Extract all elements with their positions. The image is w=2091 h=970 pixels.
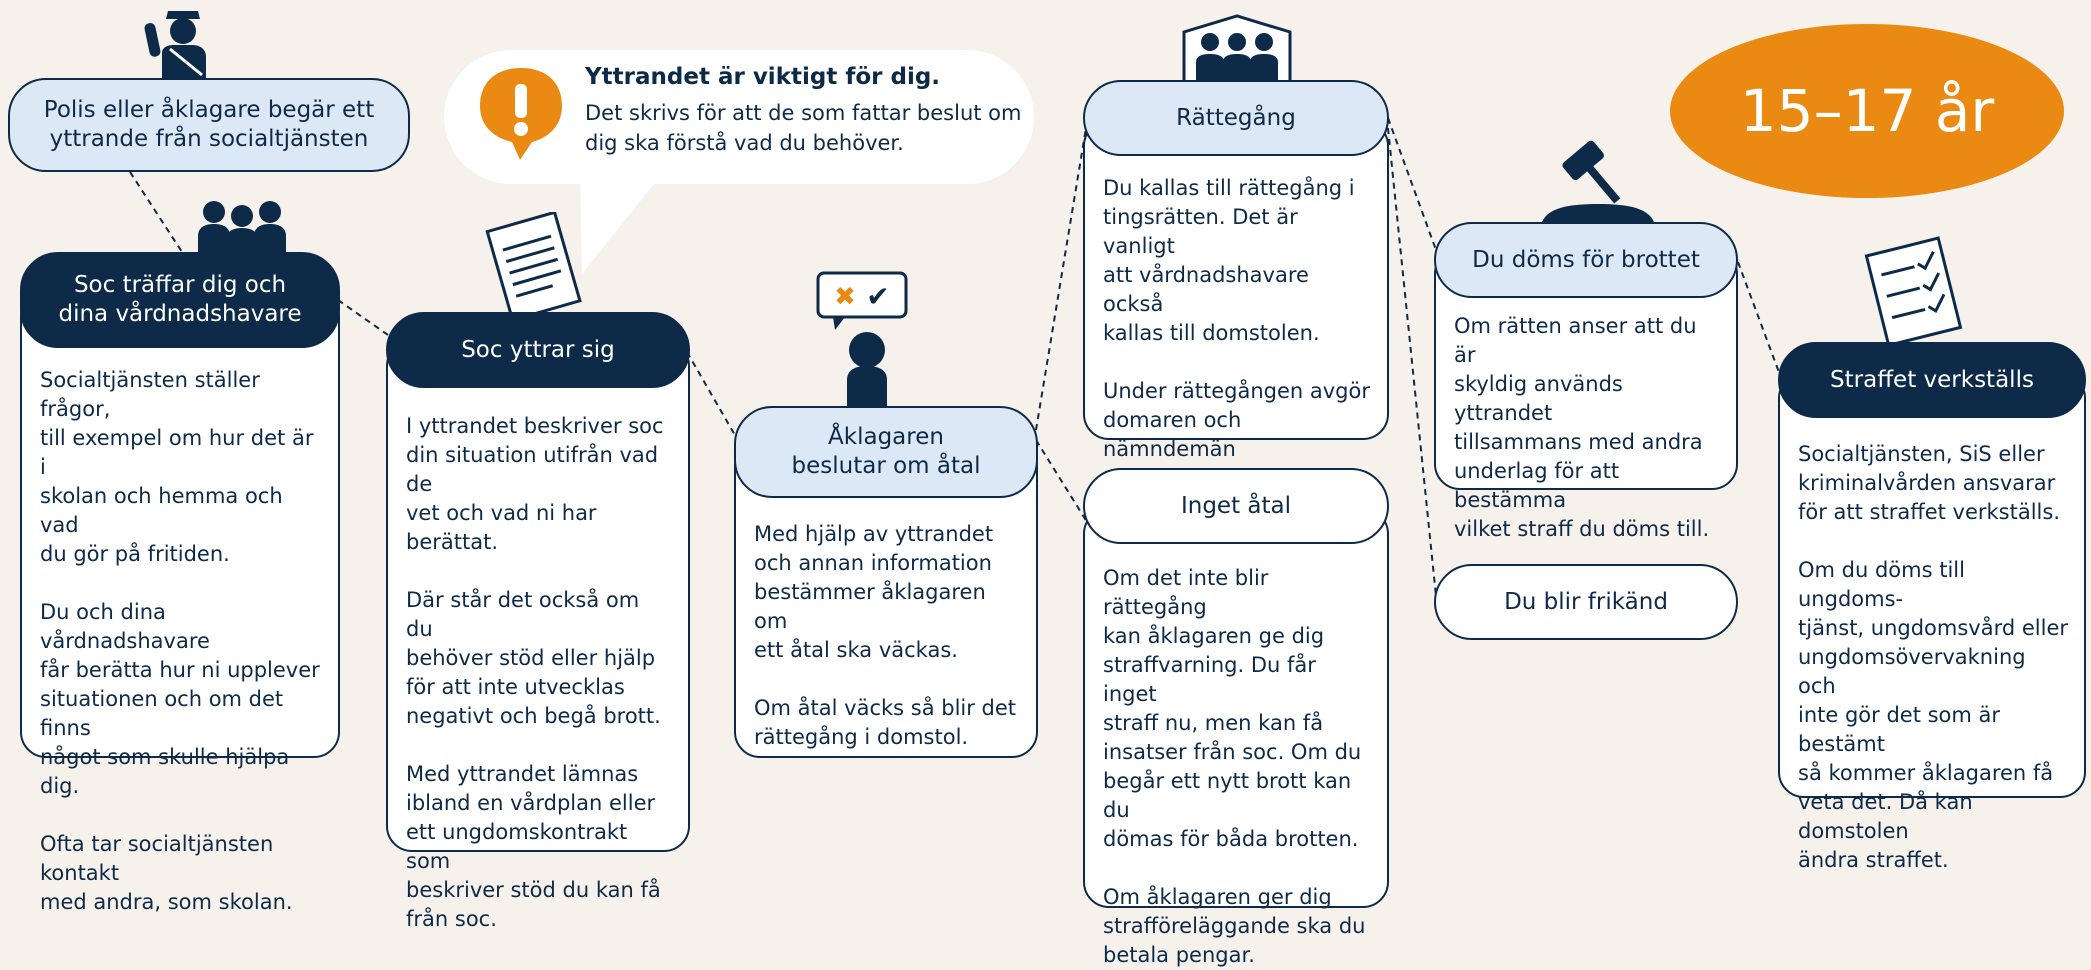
- prosecutor-text-1: Med hjälp av yttrandet och annan informa…: [754, 522, 994, 662]
- nocharge-card: Om det inte blir rättegång kan åklagaren…: [1083, 508, 1389, 967]
- statement-text-2: Där står det också om du behöver stöd el…: [406, 588, 661, 728]
- nocharge-text-2: Om åklagaren ger dig strafföreläggande s…: [1103, 885, 1366, 967]
- trial-step-title: Rättegång: [1083, 80, 1389, 156]
- statement-card: I yttrandet beskriver soc din situation …: [386, 340, 690, 931]
- nocharge-step-title: Inget åtal: [1083, 468, 1389, 544]
- police-step-title: Polis eller åklagare begär ett yttrande …: [8, 78, 410, 172]
- age-badge: 15–17 år: [1670, 24, 2064, 198]
- acquitted-step-title: Du blir frikänd: [1434, 564, 1738, 640]
- enforced-card: Socialtjänsten, SiS eller kriminalvården…: [1778, 372, 2086, 872]
- connector-lines: [129, 117, 1781, 597]
- convicted-step-title: Du döms för brottet: [1434, 222, 1738, 298]
- callout-bubble-tail: [580, 170, 665, 274]
- enforced-text-1: Socialtjänsten, SiS eller kriminalvården…: [1798, 442, 2061, 524]
- svg-text:✖: ✖: [834, 282, 856, 312]
- meeting-step-title: Soc träffar dig och dina vårdnadshavare: [20, 252, 340, 348]
- prosecutor-decision-icon: ✖ ✔: [816, 271, 908, 408]
- callout-text: Det skrivs för att de som fattar beslut …: [585, 101, 1022, 155]
- enforced-step-title: Straffet verkställs: [1778, 342, 2086, 418]
- police-officer-icon: [144, 11, 206, 80]
- connector-statement-prosecutor: [686, 351, 737, 438]
- gavel-icon: [1542, 140, 1654, 222]
- meeting-text-1: Socialtjänsten ställer frågor, till exem…: [40, 368, 314, 566]
- meeting-text-3: Ofta tar socialtjänsten kontakt med andr…: [40, 832, 293, 914]
- connector-convicted-enforced: [1737, 261, 1781, 376]
- convicted-text-1: Om rätten anser att du är skyldig använd…: [1454, 314, 1710, 541]
- statement-step-title: Soc yttrar sig: [386, 312, 690, 388]
- courtroom-icon: [1182, 14, 1292, 80]
- document-icon: [485, 212, 582, 316]
- statement-text-1: I yttrandet beskriver soc din situation …: [406, 414, 664, 554]
- exclamation-icon: [480, 68, 562, 160]
- meeting-card: Socialtjänsten ställer frågor, till exem…: [20, 290, 340, 914]
- connector-trial-convicted: [1387, 117, 1437, 251]
- connector-prosecutor-nocharge: [1035, 439, 1088, 523]
- trial-card: Du kallas till rättegång i tingsrätten. …: [1083, 120, 1389, 519]
- checklist-icon: [1864, 236, 1963, 344]
- connector-police-meeting: [129, 171, 183, 253]
- family-icon: [198, 201, 286, 258]
- connector-meeting-statement: [337, 299, 389, 336]
- prosecutor-step-title: Åklagaren beslutar om åtal: [734, 406, 1038, 498]
- callout-title: Yttrandet är viktigt för dig.: [585, 64, 941, 90]
- prosecutor-text-2: Om åtal väcks så blir det rättegång i do…: [754, 696, 1017, 749]
- svg-text:✔: ✔: [866, 280, 889, 313]
- meeting-text-2: Du och dina vårdnadshavare får berätta h…: [40, 600, 320, 798]
- enforced-text-2: Om du döms till ungdoms- tjänst, ungdoms…: [1798, 558, 2069, 872]
- statement-text-3: Med yttrandet lämnas ibland en vårdplan …: [406, 762, 661, 931]
- connector-prosecutor-trial: [1035, 121, 1088, 431]
- nocharge-text-1: Om det inte blir rättegång kan åklagaren…: [1103, 566, 1362, 851]
- connector-trial-acquitted: [1387, 127, 1437, 597]
- trial-text-1: Du kallas till rättegång i tingsrätten. …: [1103, 176, 1355, 345]
